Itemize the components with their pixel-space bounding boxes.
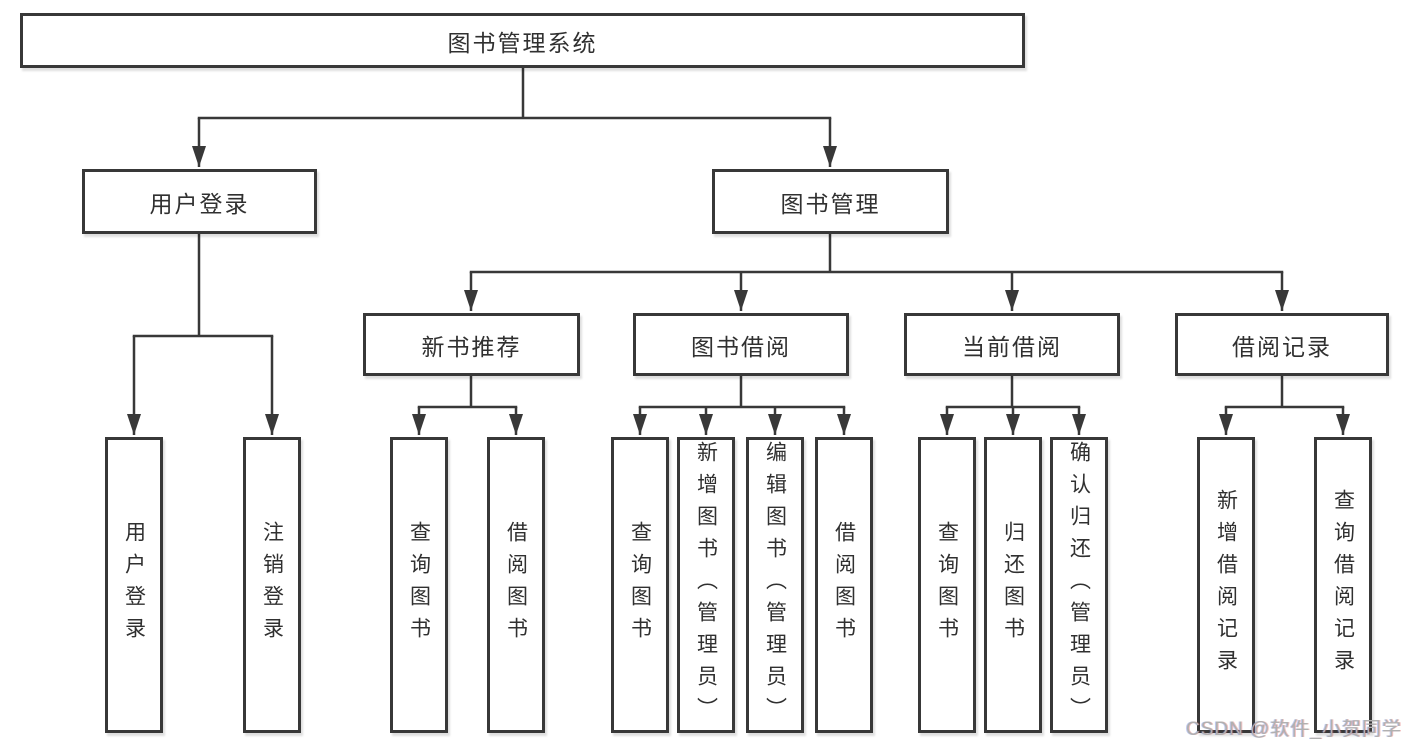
leaf-borrow-books: 借阅图书 bbox=[815, 437, 873, 733]
node-label: 图书管理系统 bbox=[447, 29, 598, 56]
leaf-borrow-books-recommend: 借阅图书 bbox=[487, 437, 545, 733]
leaf-query-books-borrow: 查询图书 bbox=[611, 437, 669, 733]
connector-management-to-level2 bbox=[464, 232, 1289, 311]
leaf-confirm-return-admin: 确认归还（管理员） bbox=[1050, 437, 1108, 733]
leaf-add-book-admin: 新增图书（管理员） bbox=[677, 437, 735, 733]
connector-root-to-level1 bbox=[192, 66, 837, 167]
node-label: 当前借阅 bbox=[962, 333, 1062, 360]
node-label: 借阅图书 bbox=[504, 521, 528, 649]
leaf-query-books-current: 查询图书 bbox=[918, 437, 976, 733]
node-label: 查询图书 bbox=[628, 521, 652, 649]
csdn-watermark: CSDN @软件_小贺同学 bbox=[1186, 719, 1402, 740]
leaf-query-books-recommend: 查询图书 bbox=[390, 437, 448, 733]
node-label: 用户登录 bbox=[122, 521, 146, 649]
node-label: 图书借阅 bbox=[691, 333, 791, 360]
node-book-management: 图书管理 bbox=[712, 169, 949, 234]
node-borrow-records: 借阅记录 bbox=[1175, 313, 1389, 376]
connector-current-to-leaves bbox=[940, 374, 1086, 435]
node-label: 借阅记录 bbox=[1232, 333, 1332, 360]
connector-records-to-leaves bbox=[1219, 374, 1350, 435]
connector-login-to-leaves bbox=[127, 232, 279, 435]
connector-borrow-to-leaves bbox=[633, 374, 851, 435]
node-label: 查询图书 bbox=[407, 521, 431, 649]
node-label: 归还图书 bbox=[1001, 521, 1025, 649]
node-label: 借阅图书 bbox=[832, 521, 856, 649]
leaf-return-book: 归还图书 bbox=[984, 437, 1042, 733]
node-current-borrow: 当前借阅 bbox=[904, 313, 1120, 376]
leaf-query-borrow-record: 查询借阅记录 bbox=[1314, 437, 1372, 733]
node-label: 确认归还（管理员） bbox=[1067, 441, 1091, 729]
node-book-management-system: 图书管理系统 bbox=[20, 13, 1025, 68]
node-label: 新增图书（管理员） bbox=[694, 441, 718, 729]
node-label: 用户登录 bbox=[149, 190, 250, 217]
node-label: 图书管理 bbox=[780, 190, 881, 217]
node-label: 查询借阅记录 bbox=[1331, 489, 1355, 681]
leaf-logout: 注销登录 bbox=[243, 437, 301, 733]
node-user-login: 用户登录 bbox=[82, 169, 317, 234]
node-new-book-recommend: 新书推荐 bbox=[363, 313, 580, 376]
leaf-user-login: 用户登录 bbox=[105, 437, 163, 733]
node-label: 新书推荐 bbox=[421, 333, 522, 360]
node-label: 查询图书 bbox=[935, 521, 959, 649]
connector-recommend-to-leaves bbox=[412, 374, 523, 435]
leaf-edit-book-admin: 编辑图书（管理员） bbox=[746, 437, 804, 733]
node-book-borrow: 图书借阅 bbox=[633, 313, 849, 376]
node-label: 编辑图书（管理员） bbox=[763, 441, 787, 729]
leaf-add-borrow-record: 新增借阅记录 bbox=[1197, 437, 1255, 733]
node-label: 注销登录 bbox=[260, 521, 284, 649]
node-label: 新增借阅记录 bbox=[1214, 489, 1238, 681]
